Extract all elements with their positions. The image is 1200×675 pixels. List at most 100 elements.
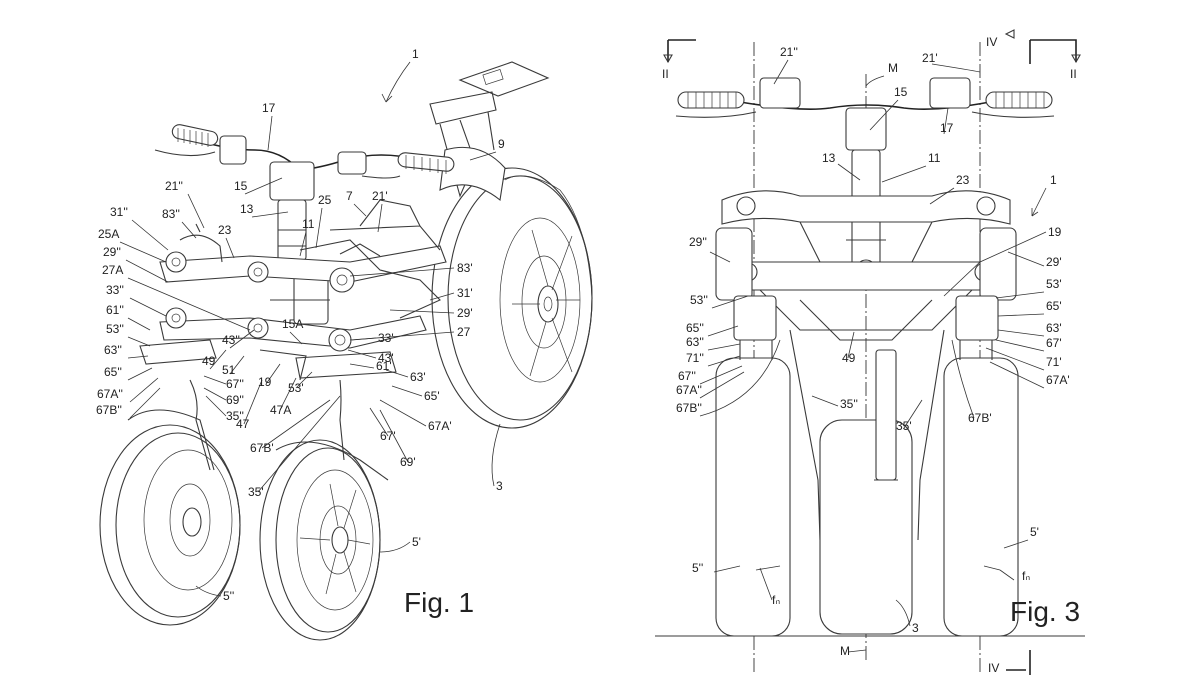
fig3-ref-label: 11 [928,151,941,165]
fig1-ref-label: 61'' [106,303,124,317]
fig1-ref-label: 5'' [223,589,234,603]
fig3-caption: Fig. 3 [1010,596,1080,627]
fig3-ref-label: fₙ [772,593,780,607]
fig1-ref-label: 33' [378,331,394,345]
fig3-ref-label: 71'' [686,351,704,365]
fig1-ref-label: 25 [318,193,332,207]
fig1-ref-label: 29' [457,306,473,320]
fig1-ref-label: 33'' [106,283,124,297]
fig3-ref-label: IV [986,35,997,49]
fig3-ref-label: 29'' [689,235,707,249]
fig1-ref-label: 35' [248,485,264,499]
fig3-ref-label: 13 [822,151,836,165]
fig1-ref-label: 15A [282,317,303,331]
fig1-ref-label: 53' [288,381,304,395]
fig1-ref-label: 5' [412,535,421,549]
fig3-ref-label: 67'' [678,369,696,383]
fig1-ref-label: 65' [424,389,440,403]
fig3-ref-label: 5' [1030,525,1039,539]
fig3-ref-label: fₙ [1022,569,1030,583]
front-wheel-left [100,410,240,625]
fig3-ref-label: II [1070,67,1077,81]
fig1-reference-labels: 1 17 9 21'' 15 7 21' 13 2511 31'' 83'' 23 25A 29'' 27A… [96,47,505,603]
fig1-ref-label: 67' [380,429,396,443]
fig1-ref-label: 49 [202,354,216,368]
fig3-ref-label: 29' [1046,255,1062,269]
fig3-ref-label: 3 [912,621,919,635]
fig3-ref-label: 67B' [968,411,992,425]
fig1-ref-label: 69'' [226,393,244,407]
fig3-ref-label: 17 [940,121,954,135]
fig3-ref-label: 71' [1046,355,1062,369]
fig1-ref-label: 67B'' [96,403,122,417]
fig3-ref-label: II [662,67,669,81]
fig3-ref-label: IV [988,661,999,675]
fig3-ref-label: 15 [894,85,908,99]
fig1-ref-label: 3 [496,479,503,493]
fig1-ref-label: 17 [262,101,276,115]
fig1-ref-label: 47A [270,403,291,417]
fig1-ref-label: 61' [376,359,392,373]
fig3-ref-label: 53'' [690,293,708,307]
fig1-ref-label: 19 [258,375,272,389]
fig3-artwork [655,30,1085,675]
fig1-ref-label: 43'' [222,333,240,347]
fig3-ref-label: M [840,644,850,658]
fig1-ref-label: 9 [498,137,505,151]
rear-rack [430,62,548,200]
fig3-ref-label: 35'' [840,397,858,411]
fig3-ref-label: 21' [922,51,938,65]
fig3-ref-label: 67A' [1046,373,1070,387]
fig3-ref-label: 63' [1046,321,1062,335]
fig3-ref-label: M [888,61,898,75]
fig3-ref-label: 65' [1046,299,1062,313]
fig1-ref-label: 51 [222,363,236,377]
fig1-ref-label: 1 [412,47,419,61]
fig1-ref-label: 27A [102,263,123,277]
fig3-ref-label: 23 [956,173,970,187]
fig3-ref-label: 53' [1046,277,1062,291]
fig1-ref-label: 67'' [226,377,244,391]
fig3-ref-label: 67A'' [676,383,702,397]
fig1-ref-label: 47 [236,417,250,431]
front-wheel-right [260,440,388,640]
fig1-ref-label: 15 [234,179,248,193]
fig3-ref-label: 21'' [780,45,798,59]
fig1-ref-label: 53'' [106,322,124,336]
fig1-ref-label: 63' [410,370,426,384]
fig1-ref-label: 69' [400,455,416,469]
fig1-ref-label: 31' [457,286,473,300]
fig1-ref-label: 13 [240,202,254,216]
fig1-ref-label: 25A [98,227,119,241]
fig1-ref-label: 21'' [165,179,183,193]
fig3-ref-label: 65'' [686,321,704,335]
fig1-ref-label: 83'' [162,207,180,221]
fig1-ref-label: 7 [346,189,353,203]
fig1-ref-label: 21' [372,189,388,203]
fig3-ref-label: 1 [1050,173,1057,187]
fig1-ref-label: 11 [302,217,315,231]
fig1-ref-label: 65'' [104,365,122,379]
fig1-ref-label: 31'' [110,205,128,219]
fig1-ref-label: 23 [218,223,232,237]
fig1-ref-label: 29'' [103,245,121,259]
fig1-ref-label: 27 [457,325,471,339]
fig1-ref-label: 67B' [250,441,274,455]
steering-head [270,162,330,324]
fig3-ref-label: 49 [842,351,856,365]
fig3-ref-label: 19 [1048,225,1062,239]
fig3-ref-label: 35' [896,419,912,433]
fig1-ref-label: 63'' [104,343,122,357]
fig3-ref-label: 63'' [686,335,704,349]
fig1-artwork [100,62,592,640]
fig3-ref-label: 67' [1046,336,1062,350]
fig3-ref-label: 67B'' [676,401,702,415]
fig1-ref-label: 67A'' [97,387,123,401]
fig3-ref-label: 5'' [692,561,703,575]
fig1-ref-label: 83' [457,261,473,275]
rear-wheel [432,168,592,428]
fig1-ref-label: 67A' [428,419,452,433]
fig1-caption: Fig. 1 [404,587,474,618]
